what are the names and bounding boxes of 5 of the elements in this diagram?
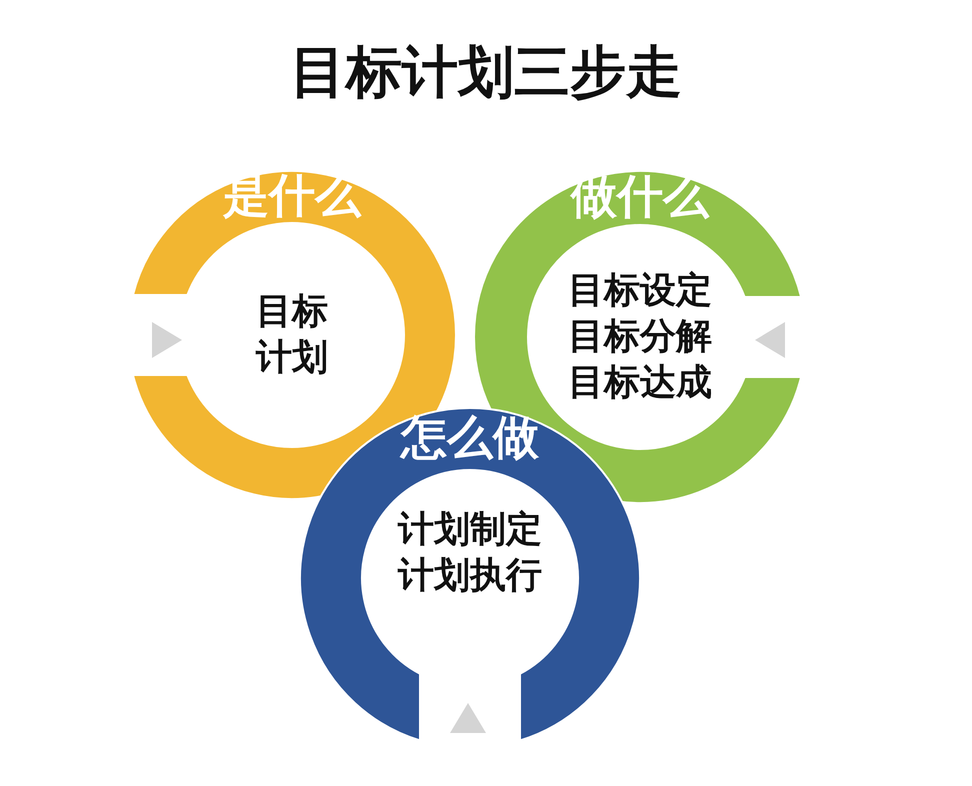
title: 目标计划三步走 bbox=[290, 39, 682, 107]
ring-heading: 怎么做 bbox=[401, 411, 539, 463]
ring-text: 目标计划 bbox=[255, 290, 329, 380]
ring-text: 计划制定计划执行 bbox=[397, 508, 543, 598]
ring-text: 目标设定目标分解目标达成 bbox=[567, 269, 713, 405]
